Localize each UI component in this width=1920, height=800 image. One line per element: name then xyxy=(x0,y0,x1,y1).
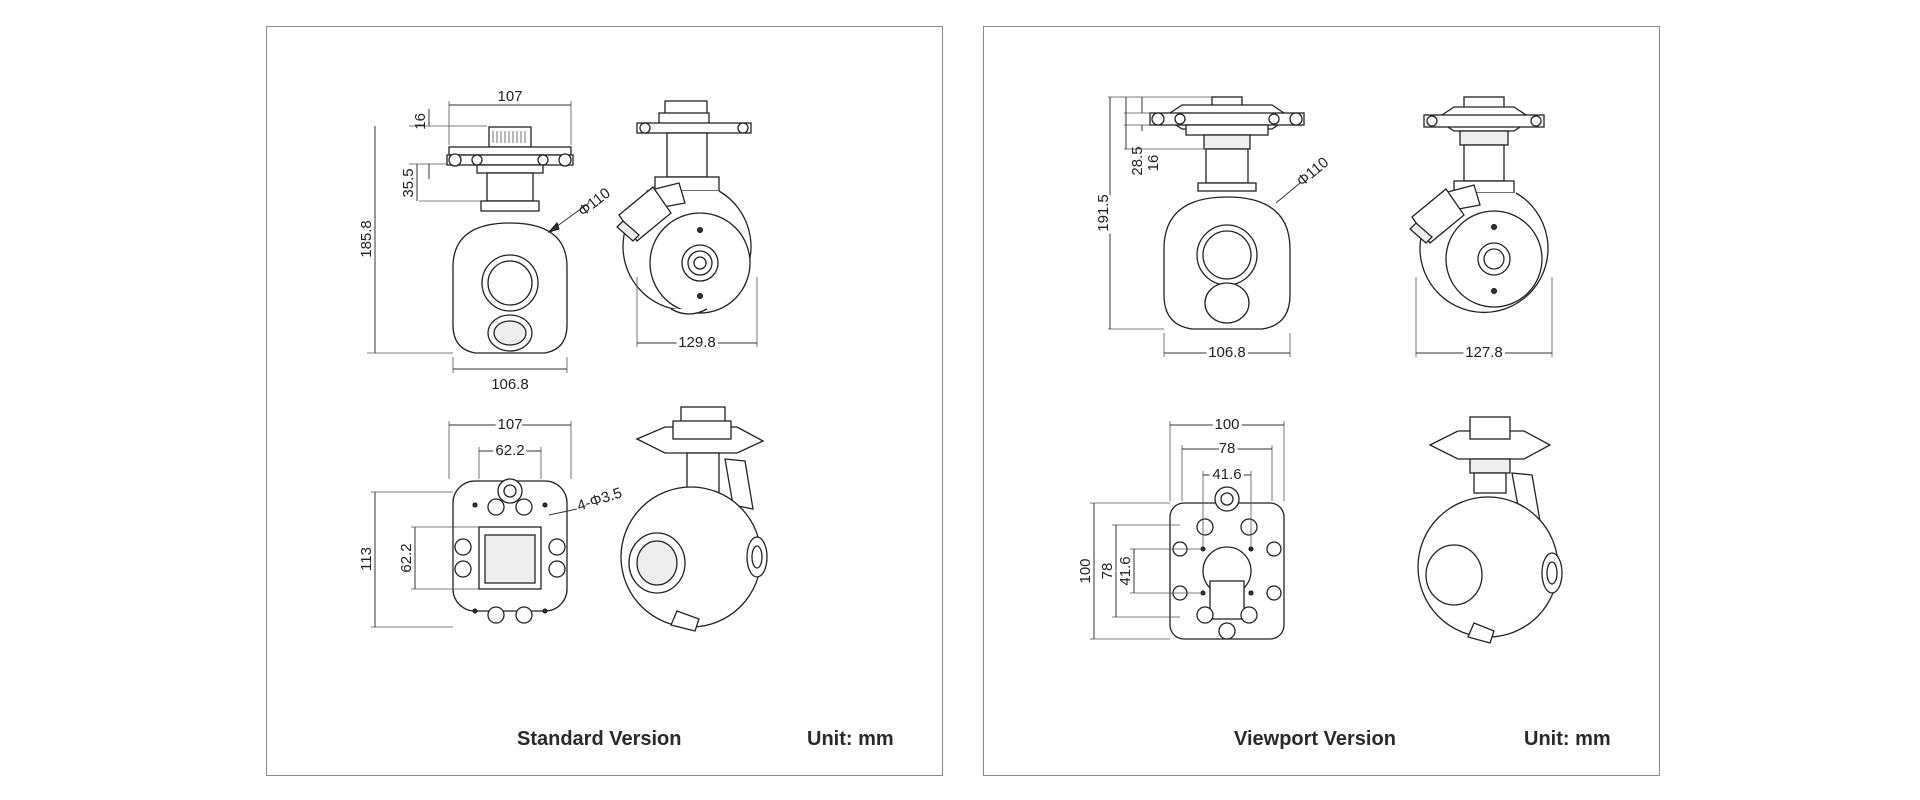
vp-dim-side-width: 127.8 xyxy=(1465,344,1503,361)
std-dim-bottom-width: 107 xyxy=(497,416,522,433)
viewport-version-panel: 16 28.5 191.5 Φ110 106.8 127.8 100 78 41… xyxy=(983,26,1660,776)
vp-dim-bottom-outer: 100 xyxy=(1214,416,1239,433)
vp-dim-stem-height: 28.5 xyxy=(1129,146,1146,175)
standard-side-view xyxy=(616,100,758,347)
std-dim-hole-spacing-x: 62.2 xyxy=(495,442,524,459)
vp-dim-bottom-inner-v: 41.6 xyxy=(1117,556,1134,585)
standard-bottom-view xyxy=(371,421,578,628)
std-dim-total-height: 185.8 xyxy=(358,220,375,258)
viewport-unit-label: Unit: mm xyxy=(1524,728,1611,750)
viewport-front-view xyxy=(1108,96,1305,357)
vp-dim-bottom-inner: 41.6 xyxy=(1212,466,1241,483)
standard-iso-view xyxy=(620,406,768,632)
vp-dim-bottom-mid: 78 xyxy=(1219,440,1236,457)
std-dim-stem-height: 35.5 xyxy=(400,168,417,197)
standard-version-panel: 107 16 35.5 185.8 Φ110 106.8 129.8 107 6… xyxy=(266,26,943,776)
vp-dim-ball-diameter: Φ110 xyxy=(1294,154,1332,190)
std-dim-side-width: 129.8 xyxy=(678,334,716,351)
standard-drawing: 107 16 35.5 185.8 Φ110 106.8 129.8 107 6… xyxy=(358,88,768,632)
viewport-bottom-view xyxy=(1090,421,1285,640)
vp-dim-bottom-mid-v: 78 xyxy=(1099,563,1116,580)
vp-dim-total-height: 191.5 xyxy=(1095,194,1112,232)
std-dim-ball-diameter: Φ110 xyxy=(575,185,614,220)
standard-version-title: Standard Version xyxy=(517,728,682,750)
viewport-side-view xyxy=(1409,96,1553,357)
std-dim-hole-spacing-y: 62.2 xyxy=(398,543,415,572)
vp-dim-ball-width: 106.8 xyxy=(1208,344,1246,361)
viewport-drawing: 16 28.5 191.5 Φ110 106.8 127.8 100 78 41… xyxy=(1074,96,1563,644)
std-dim-top-width: 107 xyxy=(497,88,522,105)
std-dim-bottom-height: 113 xyxy=(358,547,375,571)
std-dim-ball-width: 106.8 xyxy=(491,376,529,393)
standard-unit-label: Unit: mm xyxy=(807,728,894,750)
vp-dim-bottom-outer-v: 100 xyxy=(1077,558,1094,583)
viewport-version-title: Viewport Version xyxy=(1234,728,1396,750)
viewport-iso-view xyxy=(1417,416,1563,644)
std-dim-holes: 4-Φ3.5 xyxy=(575,484,624,514)
std-dim-plate-height: 16 xyxy=(412,113,429,130)
standard-front-view xyxy=(367,101,590,373)
vp-dim-plate-height: 16 xyxy=(1145,155,1162,172)
